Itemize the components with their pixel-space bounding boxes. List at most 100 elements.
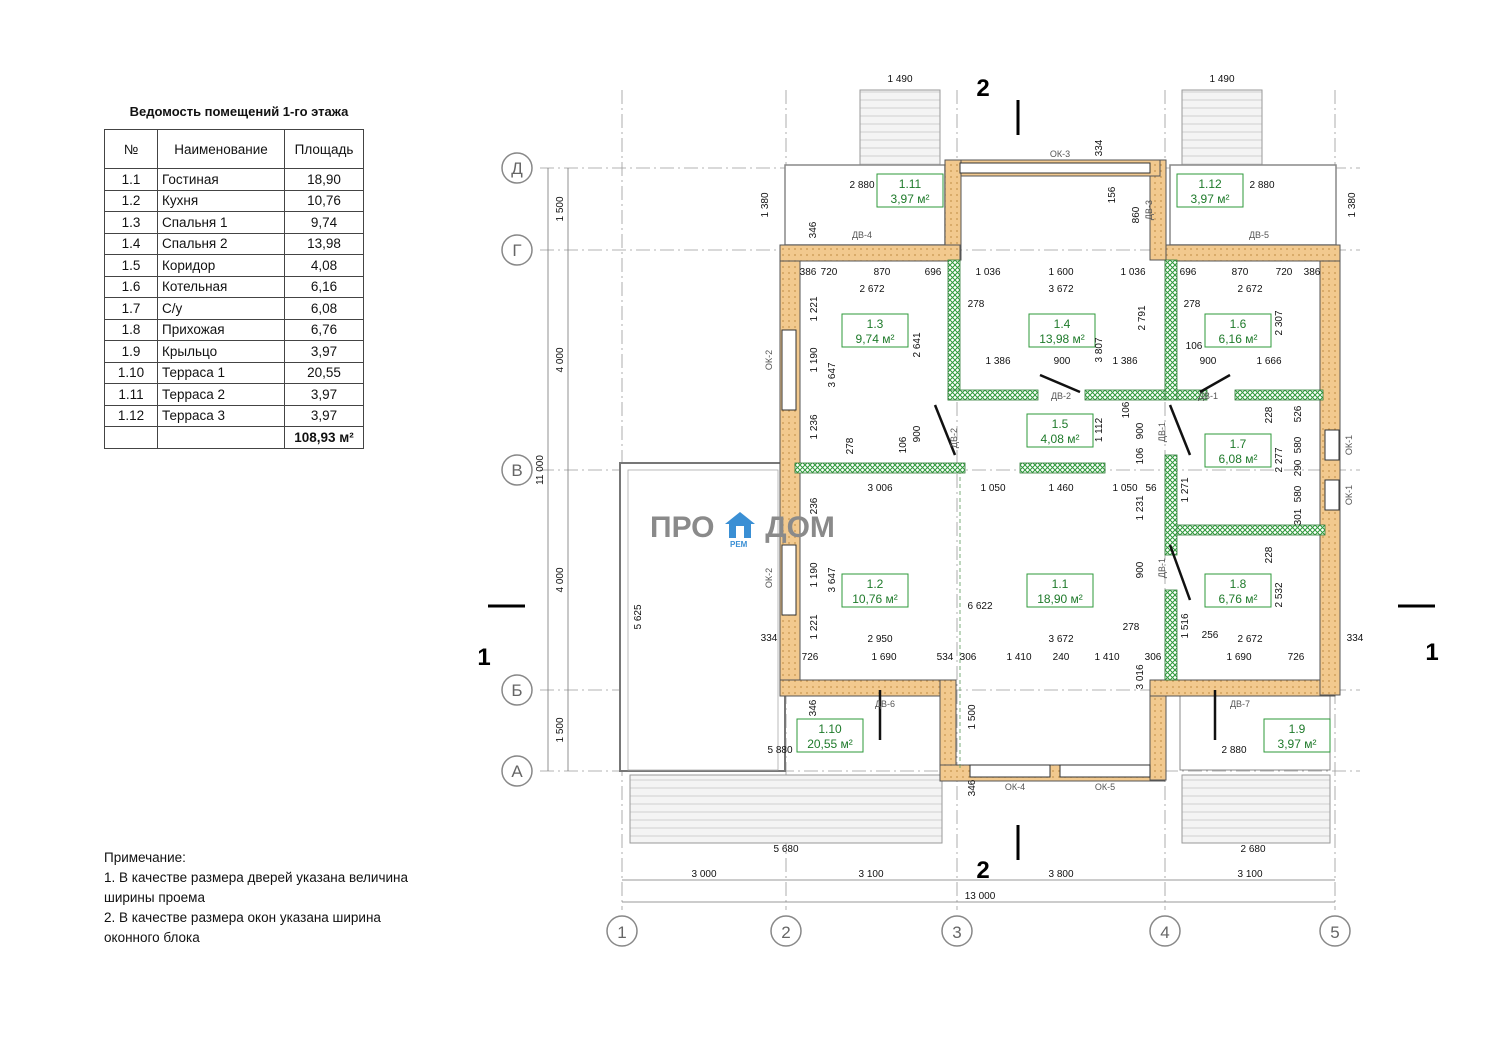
door-leaf [1039,373,1081,394]
dimension-value: 1 221 [809,614,820,639]
exterior-wall [1149,679,1336,697]
dimension-value: 301 [1293,508,1304,525]
cell-area: 6,76 [284,318,364,341]
room-tag [841,313,909,348]
dimension-value: 1 410 [1094,652,1119,663]
opening-label: ДВ-2 [949,428,959,448]
dimension-value: 3 647 [827,567,838,592]
opening-label: ОК-1 [1344,435,1354,455]
dimension-value: 278 [968,299,985,310]
dimension-value: 2 791 [1137,305,1148,330]
interior-wall [1164,259,1178,401]
dimension-value: 2 532 [1274,582,1285,607]
opening-label: ОК-3 [1050,149,1070,159]
dimension-value: 2 641 [912,332,923,357]
dimension-value: 870 [1232,267,1249,278]
dimension-value: 2 880 [1221,745,1246,756]
room-area: 6,76 м² [1219,592,1258,606]
window [1324,479,1340,511]
opening-label: ОК-2 [764,568,774,588]
dimension-value: 106 [898,436,909,453]
dimension-value: 346 [808,221,819,238]
opening-label: ОК-4 [1005,782,1025,792]
axis-label: Д [511,159,523,178]
dimension-value: 2 307 [1274,310,1285,335]
room-number: 1.11 [899,177,922,191]
door-leaf [933,404,957,456]
room-number: 1.2 [867,577,884,591]
room-tag [1204,313,1272,348]
dimension-value: 726 [802,652,819,663]
interior-wall [1164,454,1178,556]
axis-bubble [501,152,533,184]
dimension-value: 900 [1135,561,1146,578]
room-number: 1.4 [1054,317,1071,331]
axis-label: А [511,762,523,781]
dimension-value: 720 [821,267,838,278]
cell-area: 10,76 [284,189,364,212]
cell-name: Терраса 1 [157,361,285,384]
room-area: 4,08 м² [1041,432,1080,446]
dimension-value: 386 [800,267,817,278]
header-num: № [104,129,158,169]
dimension-value: 1 386 [1112,356,1137,367]
axis-bubble [1319,915,1351,947]
dimension-value: 580 [1293,485,1304,502]
opening-label: ОК-1 [1344,485,1354,505]
table-header-row: № Наименование Площадь [104,129,364,169]
dimension-value: 900 [912,425,923,442]
room-tag [876,173,944,208]
dimension-value: 278 [1123,622,1140,633]
stair-terrace-1 [629,774,943,844]
interior-wall [1164,589,1178,681]
axis-label: Г [512,241,521,260]
total-height-dim: 11 000 [535,455,546,485]
dimension-value: 696 [925,267,942,278]
window [781,544,797,616]
cell-name: Гостиная [157,168,285,191]
axis-label: 3 [952,923,961,942]
dimension-value: 236 [809,497,820,514]
stair-terrace-3 [1181,89,1263,166]
total-area: 108,93 м² [284,426,364,449]
dimension-value: 1 386 [985,356,1010,367]
dimension-value: 900 [1200,356,1217,367]
dimension-value: 1 271 [1180,477,1191,502]
dimension-value: 870 [874,267,891,278]
room-number: 1.8 [1230,577,1247,591]
room-area: 9,74 м² [856,332,895,346]
cell-area: 6,08 [284,297,364,320]
room-schedule-title: Ведомость помещений 1-го этажа [129,104,349,119]
dimension-value: 1 516 [1180,613,1191,638]
cell-num: 1.3 [104,211,158,234]
dimension-value: 3 016 [1135,664,1146,689]
axis-label: 1 [617,923,626,942]
axis-span-dim: 3 800 [1048,869,1073,880]
interior-wall [1234,389,1324,401]
interior-wall [794,462,966,474]
terrace-1-edge [627,469,779,771]
room-tag [1204,433,1272,468]
opening-label: ДВ-1 [1198,391,1218,401]
opening-label: ДВ-1 [1157,422,1167,442]
section-label: 2 [976,857,989,884]
dimension-value: 306 [960,652,977,663]
stair-porch [1181,774,1331,844]
dimension-value: 726 [1288,652,1305,663]
exterior-wall [1319,244,1341,696]
cell-num: 1.11 [104,383,158,406]
dimension-value: 278 [845,437,856,454]
dimension-value: 2 672 [859,284,884,295]
dimension-value: 1 380 [760,192,771,217]
watermark-logo: ПРО ДОМ РЕМ [650,510,835,549]
room-area: 20,55 м² [807,737,853,751]
dimension-value: 106 [1135,447,1146,464]
axis-bubble [501,454,533,486]
dimension-value: 290 [1293,459,1304,476]
dimension-value: 1 410 [1006,652,1031,663]
